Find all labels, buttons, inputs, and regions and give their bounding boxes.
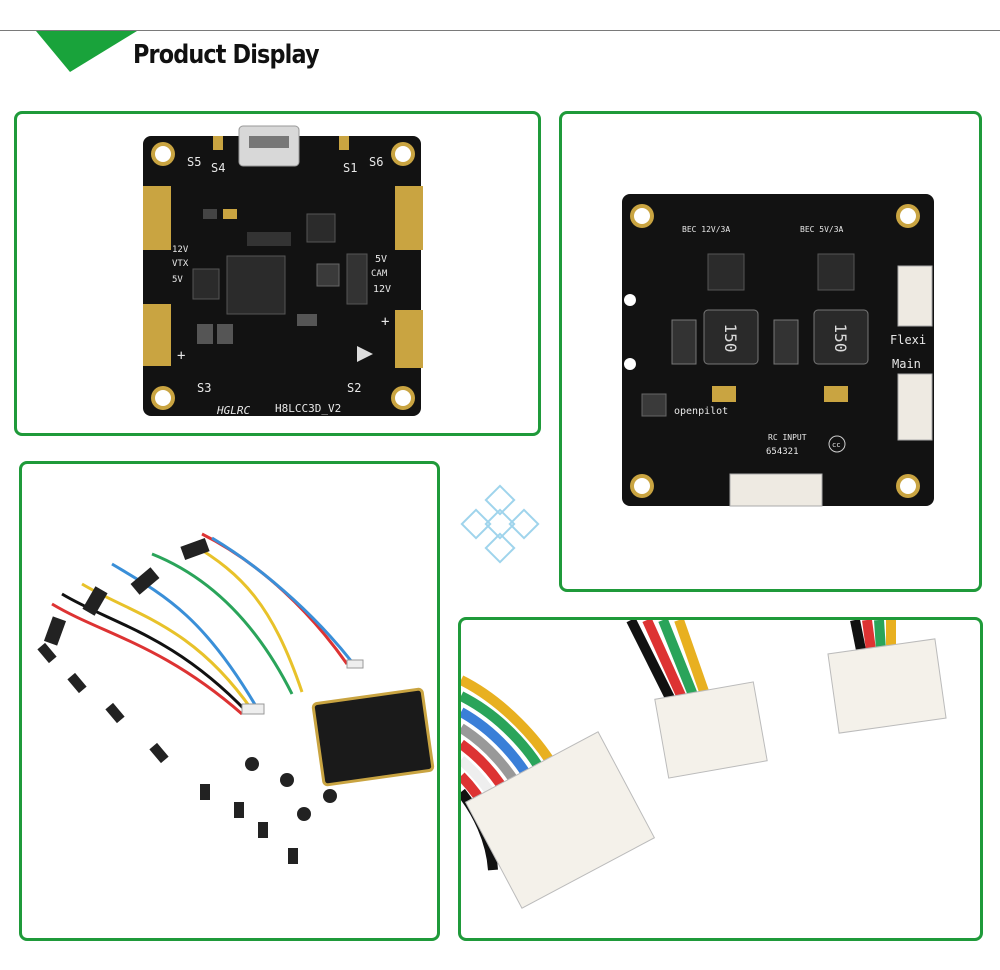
label-5v-left: 5V bbox=[172, 275, 183, 285]
label-12v-right: 12V bbox=[373, 284, 391, 295]
label-s3: S3 bbox=[197, 381, 211, 395]
page-title: Product Display bbox=[133, 40, 320, 70]
photo-panel-connectors bbox=[458, 617, 983, 941]
label-s5: S5 bbox=[187, 155, 201, 169]
label-s6: S6 bbox=[369, 155, 383, 169]
label-s1: S1 bbox=[343, 161, 357, 175]
label-cam: CAM bbox=[371, 269, 388, 279]
bec-left-label: BEC 12V/3A bbox=[682, 225, 730, 234]
label-s2: S2 bbox=[347, 381, 361, 395]
board-bottom-brand: openpilot bbox=[674, 406, 728, 417]
port-main-label: Main bbox=[892, 357, 921, 371]
label-5v-right: 5V bbox=[375, 254, 387, 265]
diamond-decoration-icon bbox=[460, 484, 540, 564]
board-brand: HGLRC bbox=[216, 404, 250, 417]
port-flexi-label: Flexi bbox=[890, 333, 926, 347]
header-divider bbox=[0, 30, 1000, 31]
cc-logo: cc bbox=[832, 441, 840, 449]
board-model: H8LCC3D_V2 bbox=[275, 402, 341, 415]
inductor-label-left: 150 bbox=[721, 324, 740, 353]
label-12v-left: 12V bbox=[172, 245, 189, 255]
inductor-label-right: 150 bbox=[831, 324, 850, 353]
pin-numbers: 654321 bbox=[766, 447, 799, 457]
label-s4: S4 bbox=[211, 161, 225, 175]
photo-panel-board-bottom: 150 150 BEC 12V/3A BEC 5V/3A Flexi Main … bbox=[559, 111, 982, 592]
bec-right-label: BEC 5V/3A bbox=[800, 225, 844, 234]
board-photo: S5 S4 S1 S6 S3 S2 5V CAM 12V 5V VTX 12V … bbox=[143, 125, 423, 417]
package-contents-photo bbox=[37, 532, 435, 864]
board-bottom-photo: 150 150 BEC 12V/3A BEC 5V/3A Flexi Main … bbox=[622, 194, 934, 507]
header-triangle-icon bbox=[36, 31, 137, 72]
label-plus-right: + bbox=[381, 314, 389, 330]
connectors-photo bbox=[461, 620, 947, 909]
rc-input-label: RC INPUT bbox=[768, 433, 807, 442]
label-plus-left: + bbox=[177, 348, 185, 364]
photo-panel-package-contents bbox=[19, 461, 440, 941]
label-vtx: VTX bbox=[172, 259, 189, 269]
photo-panel-board-top: S5 S4 S1 S6 S3 S2 5V CAM 12V 5V VTX 12V … bbox=[14, 111, 541, 436]
